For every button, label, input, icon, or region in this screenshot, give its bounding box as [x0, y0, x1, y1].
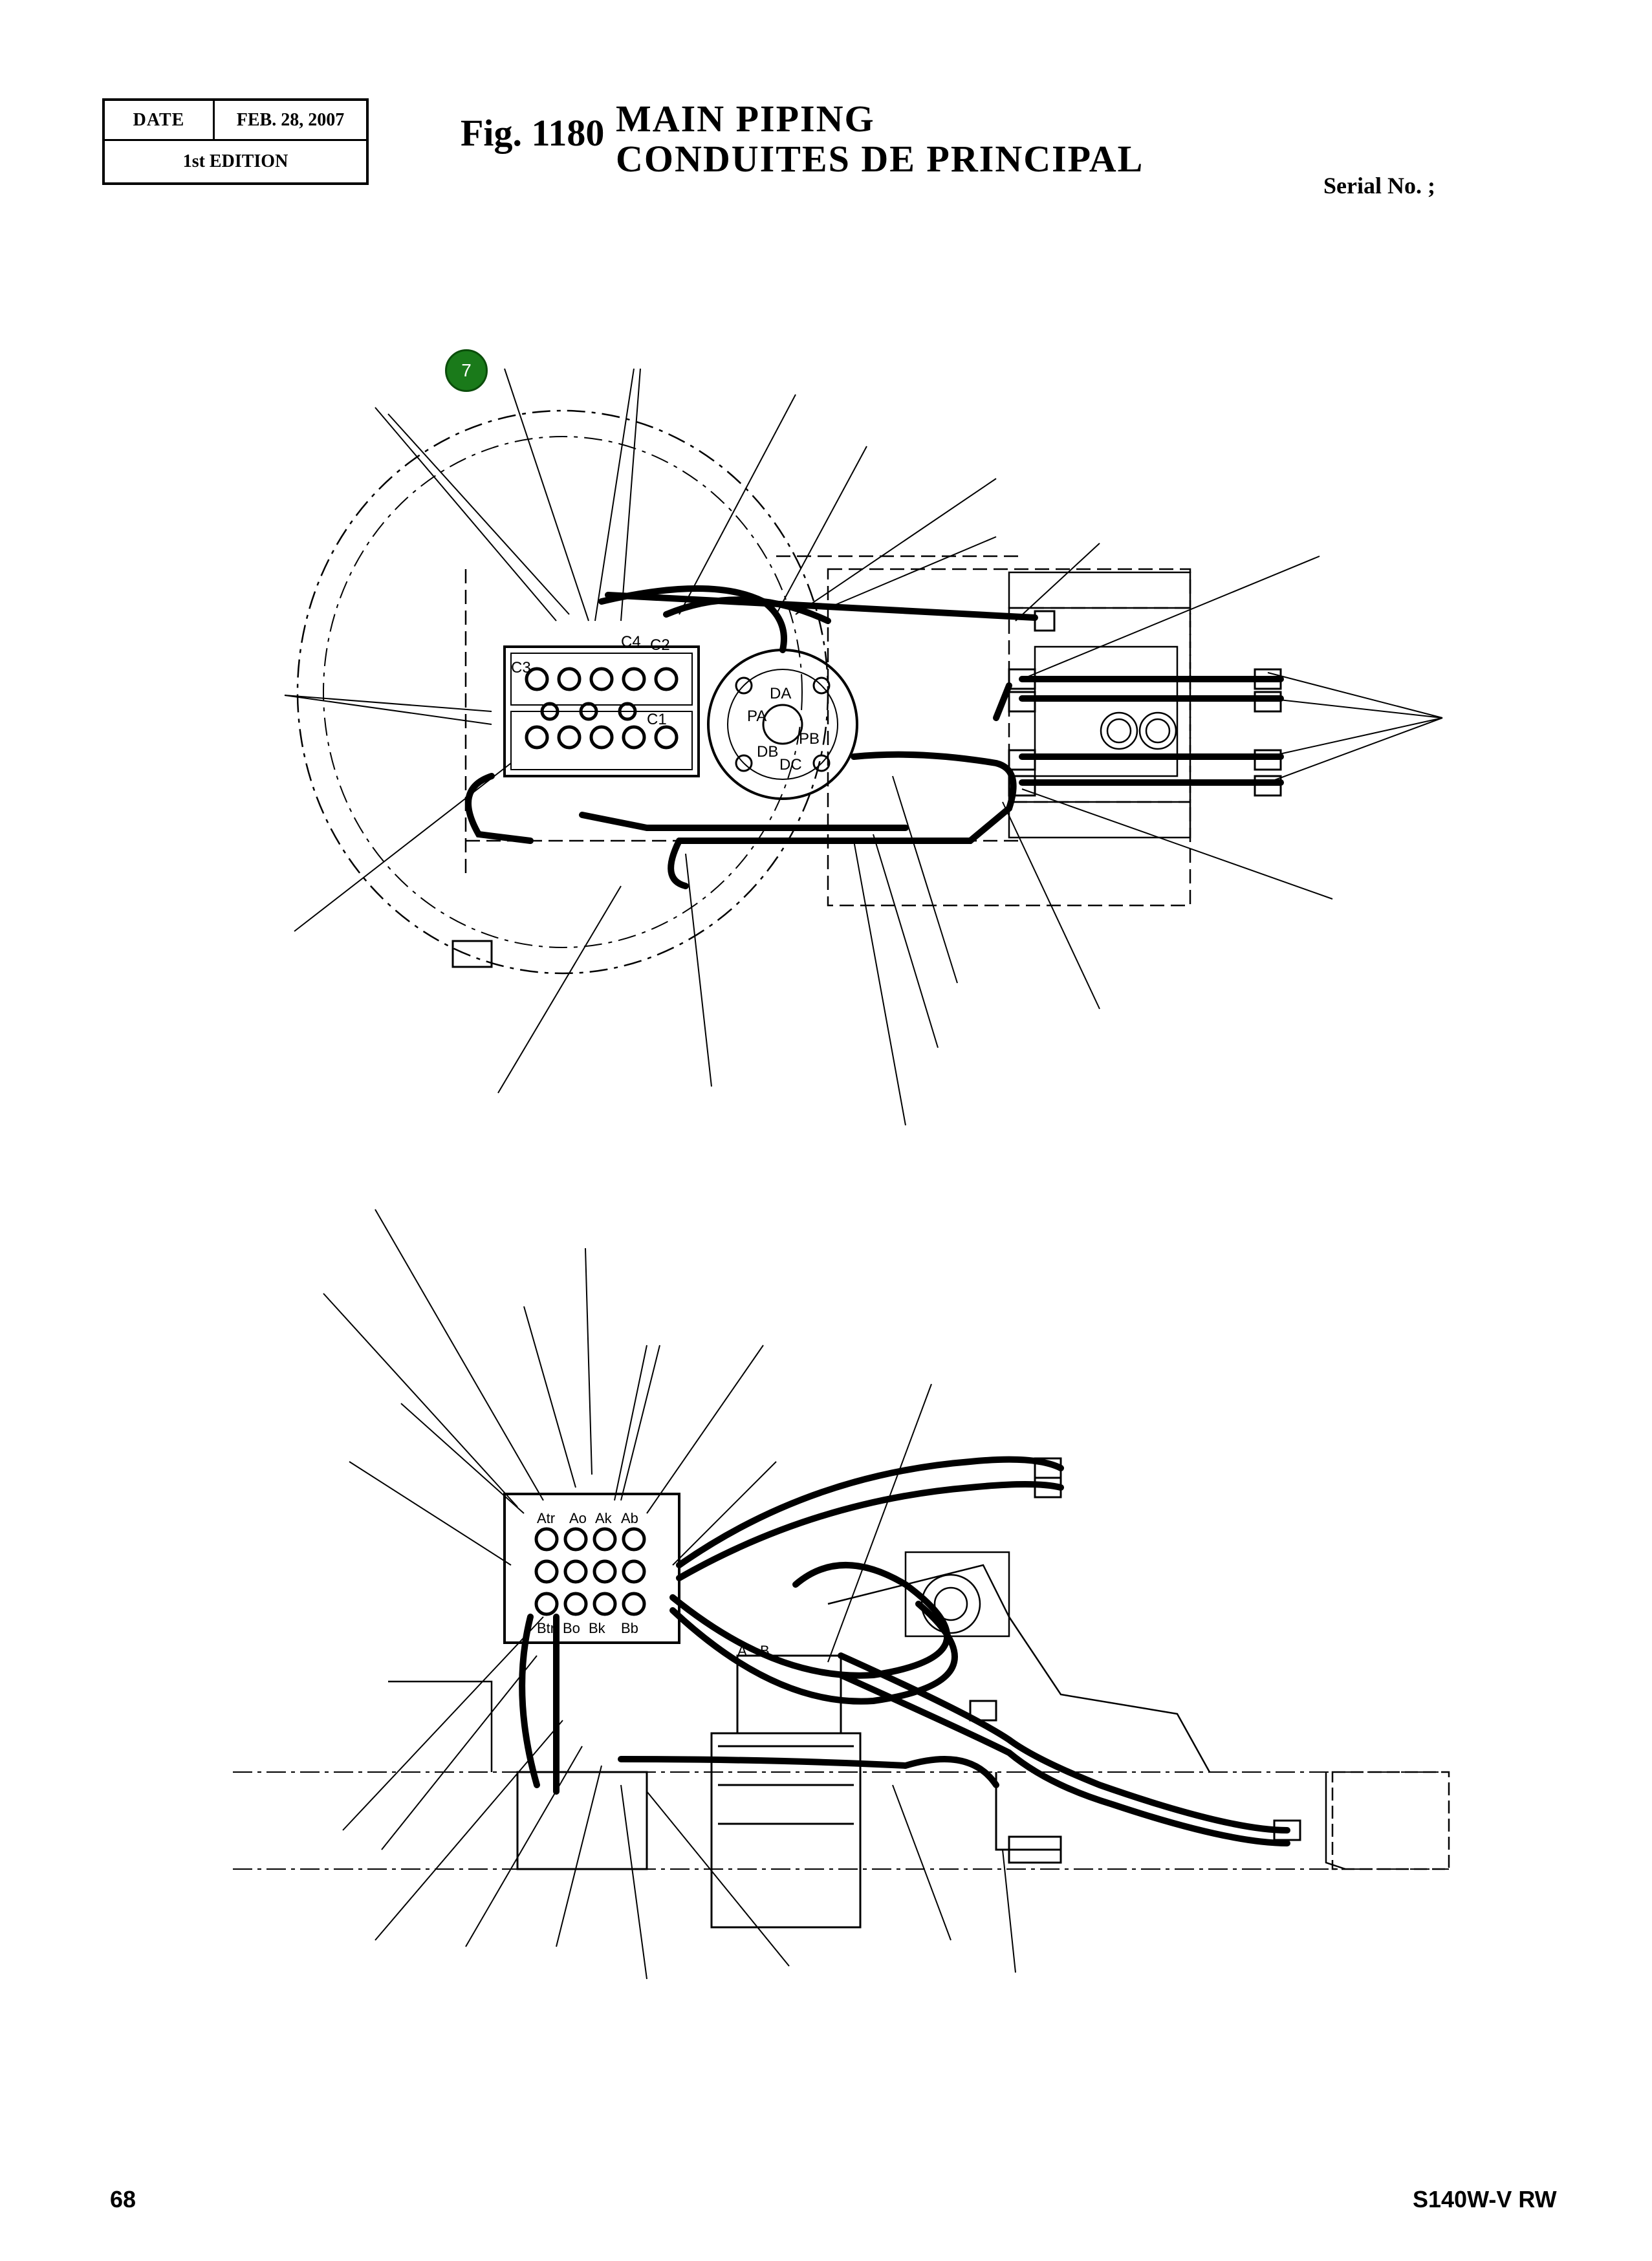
port-label-bo: Bo [563, 1620, 580, 1636]
edition-box: DATE FEB. 28, 2007 1st EDITION [102, 98, 369, 185]
port-label-dc: DC [779, 756, 802, 774]
port-label-bk: Bk [589, 1620, 606, 1636]
port-label-c4: C4 [621, 633, 641, 651]
leader-lines-upper [284, 368, 1443, 1126]
port-label-pa: PA [747, 708, 766, 725]
date-label: DATE [105, 101, 215, 139]
page-number: 68 [110, 2186, 136, 2212]
hose-fittings-upper [451, 610, 1282, 968]
port-label-b: B [760, 1643, 770, 1659]
port-label-ak: Ak [595, 1510, 613, 1526]
port-label-db: DB [757, 743, 778, 761]
leader-lines-lower [323, 1209, 1016, 1980]
port-label-a: A [737, 1643, 747, 1659]
hoses-upper [465, 585, 1284, 889]
title-french: CONDUITES DE PRINCIPAL [616, 138, 1144, 180]
edition-label: 1st EDITION [182, 151, 288, 171]
port-label-c3: C3 [511, 659, 531, 676]
lower-port-labels: Atr Ao Ak Ab Btr Bo Bk Bb A B [537, 1510, 770, 1659]
date-row: DATE FEB. 28, 2007 [105, 101, 366, 141]
date-value: FEB. 28, 2007 [236, 109, 345, 130]
port-label-c2: C2 [650, 636, 670, 654]
port-label-ab: Ab [621, 1510, 638, 1526]
port-label-pb: PB [799, 730, 820, 748]
swivel-joint [707, 649, 858, 800]
title-english: MAIN PIPING [616, 98, 875, 140]
port-label-atr: Atr [537, 1510, 555, 1526]
callout-marker[interactable]: 7 [445, 349, 488, 392]
hose-fittings-lower [969, 1457, 1301, 1864]
port-label-btr: Btr [537, 1620, 555, 1636]
upper-port-labels: C4 C2 C3 C1 PA PB DA DB DC [511, 633, 820, 774]
carrier-frame [388, 1551, 1450, 1870]
slewing-ring-inner [323, 436, 803, 948]
port-label-ao: Ao [569, 1510, 587, 1526]
model-name: S140W-V RW [1413, 2186, 1557, 2212]
hoses-lower [519, 1456, 1290, 1846]
travel-motor-lower [516, 1654, 862, 1929]
port-label-da: DA [770, 685, 791, 702]
port-label-bb: Bb [621, 1620, 638, 1636]
ground-line [233, 1771, 1449, 1870]
port-label-c1: C1 [647, 711, 667, 728]
control-valve-upper [503, 645, 700, 777]
figure-number: Fig. 1180 [461, 112, 605, 154]
serial-number-label: Serial No. ; [1323, 173, 1435, 199]
